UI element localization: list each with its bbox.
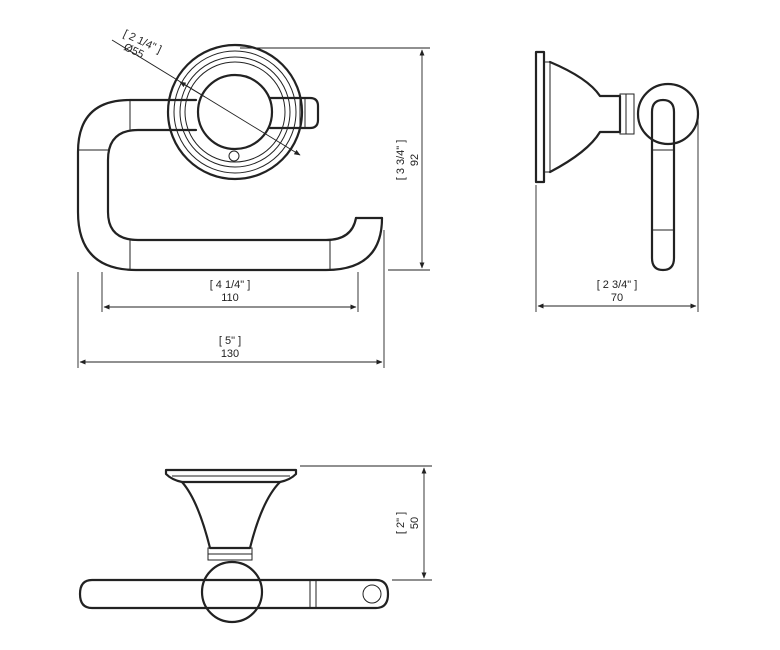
dimension-projection-imperial: [ 2 3/4" ] xyxy=(597,279,638,291)
dimension-overall-width-metric: 130 xyxy=(221,348,239,360)
front-view xyxy=(76,39,430,368)
dimension-bar-length-metric: 110 xyxy=(221,292,239,304)
side-view xyxy=(534,50,700,312)
dimension-height-imperial: [ 3 3/4" ] xyxy=(395,140,407,181)
dimension-overall-width: [ 5" ] 130 xyxy=(219,335,241,360)
dimension-depth: [ 2" ] 50 xyxy=(395,512,421,534)
dimension-diameter: [ 2 1/4" ] Ø55 xyxy=(121,28,163,61)
dimension-overall-width-imperial: [ 5" ] xyxy=(219,335,241,347)
dimension-bar-length-imperial: [ 4 1/4" ] xyxy=(210,279,251,291)
dimension-projection-metric: 70 xyxy=(611,292,623,304)
dimension-height: [ 3 3/4" ] 92 xyxy=(395,140,421,181)
top-view xyxy=(78,465,432,624)
dimension-depth-metric: 50 xyxy=(409,517,421,529)
dimension-bar-length: [ 4 1/4" ] 110 xyxy=(210,279,251,304)
dimension-depth-imperial: [ 2" ] xyxy=(395,512,407,534)
dimension-projection: [ 2 3/4" ] 70 xyxy=(597,279,638,304)
dimension-height-metric: 92 xyxy=(409,154,421,166)
